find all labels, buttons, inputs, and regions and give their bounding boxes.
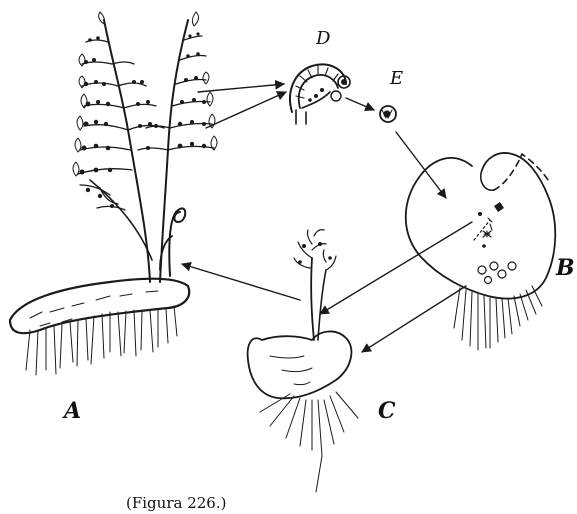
label-a: A [62, 398, 81, 424]
arrow-a-to-d-lower [206, 92, 286, 128]
sporangium-drawing: D [290, 28, 350, 124]
figure-caption: (Figura 226.) [126, 494, 226, 512]
young-sporophyte-drawing: C [248, 230, 396, 492]
label-c: C [378, 398, 396, 424]
spores-drawing: E [380, 68, 403, 122]
label-b: B [555, 255, 575, 281]
prothallus-drawing: B [406, 153, 575, 350]
cycle-arrows [182, 84, 472, 352]
arrow-d-to-e [346, 98, 374, 110]
arrow-e-to-b [396, 132, 446, 198]
arrow-b-to-c-upper [320, 222, 472, 314]
label-d: D [315, 28, 331, 49]
arrow-c-to-a [182, 264, 300, 300]
adult-fern-sporophyte [10, 12, 217, 375]
label-e: E [389, 68, 403, 89]
arrow-a-to-d-upper [198, 84, 284, 92]
arrow-b-to-c-lower [362, 286, 466, 352]
